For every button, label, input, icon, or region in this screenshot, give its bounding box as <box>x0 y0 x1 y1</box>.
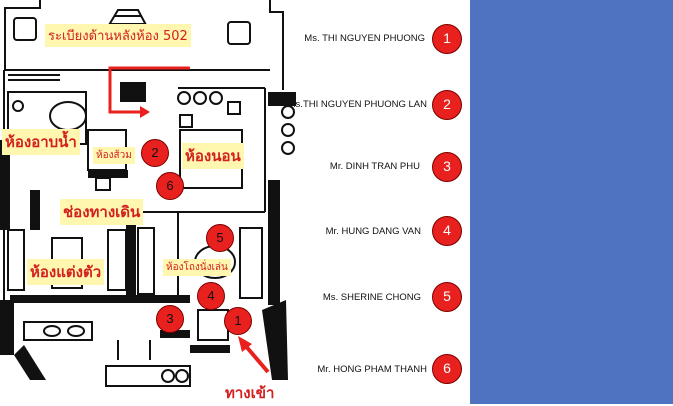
floorplan-marker-6: 6 <box>156 172 184 200</box>
entrance-label: ทางเข้า <box>225 384 275 402</box>
legend-marker-2: 2 <box>432 90 462 120</box>
legend-marker-5: 5 <box>432 282 462 312</box>
floorplan-marker-1: 1 <box>224 307 252 335</box>
legend-marker-1: 1 <box>432 24 462 54</box>
legend-marker-4: 4 <box>432 216 462 246</box>
floorplan-marker-5: 5 <box>206 224 234 252</box>
legend-name-5: Ms. SHERINE CHONG <box>322 292 421 303</box>
legend-name-6: Mr. HONG PHAM THANH <box>317 364 427 375</box>
room-label-dressing: ห้องแต่งตัว <box>27 259 105 285</box>
floorplan-marker-4: 4 <box>197 282 225 310</box>
room-label-living: ห้องโถงนั่งเล่น <box>163 259 231 276</box>
legend-marker-3: 3 <box>432 152 462 182</box>
legend-marker-6: 6 <box>432 354 462 384</box>
room-label-toilet: ห้องส้วม <box>93 147 135 164</box>
floorplan-marker-2: 2 <box>141 139 169 167</box>
legend-name-1: Ms. THI NGUYEN PHUONG <box>304 33 425 44</box>
room-label-corridor: ช่องทางเดิน <box>60 199 144 225</box>
room-label-bedroom: ห้องนอน <box>182 143 244 169</box>
legend-name-3: Mr. DINH TRAN PHU <box>329 161 420 172</box>
floorplan-title: ระเบียงด้านหลังห้อง 502 <box>45 24 191 47</box>
blue-side-panel <box>470 0 673 404</box>
floorplan-marker-3: 3 <box>156 305 184 333</box>
room-label-bathroom: ห้องอาบน้ำ <box>2 129 80 155</box>
legend-name-4: Mr. HUNG DANG VAN <box>325 226 421 237</box>
legend-name-2: Ms.THI NGUYEN PHUONG LAN <box>287 99 427 110</box>
